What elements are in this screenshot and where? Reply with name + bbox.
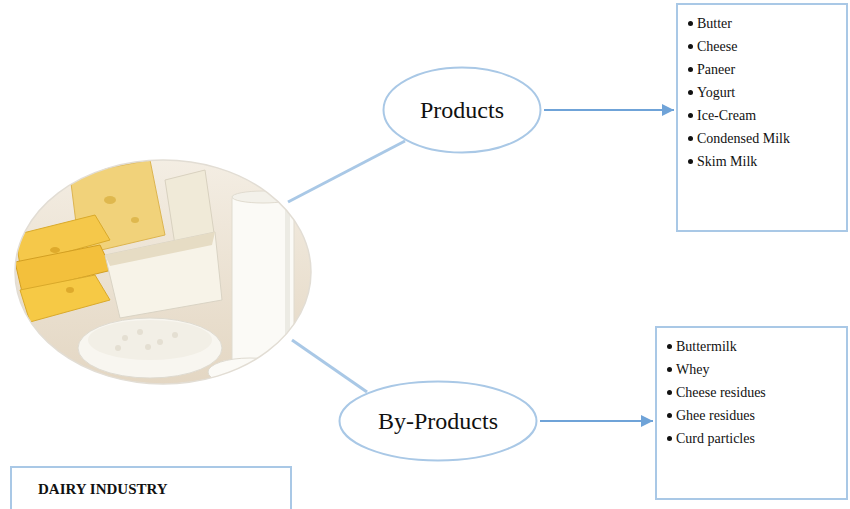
branch-line (292, 340, 367, 392)
list-item: Butter (688, 12, 838, 35)
item-text: Butter (697, 16, 732, 31)
list-item: Buttermilk (667, 335, 838, 358)
dairy-photo (10, 155, 320, 390)
item-text: Whey (676, 362, 709, 377)
list-box: ButtermilkWheyCheese residuesGhee residu… (655, 326, 848, 500)
category-label: By-Products (378, 408, 498, 435)
arrow-connector (544, 109, 674, 111)
bullet-dot (688, 44, 693, 49)
item-text: Ice-Cream (697, 108, 756, 123)
item-text: Ghee residues (676, 408, 755, 423)
bullet-dot (667, 436, 672, 441)
bullet-dot (667, 367, 672, 372)
bullet-dot (667, 344, 672, 349)
list-item: Curd particles (667, 427, 838, 450)
item-text: Cheese (697, 39, 737, 54)
bullet-dot (667, 390, 672, 395)
list-item: Condensed Milk (688, 127, 838, 150)
bullet-dot (688, 159, 693, 164)
branch-line (288, 141, 405, 202)
item-text: Cheese residues (676, 385, 766, 400)
list-item: Ice-Cream (688, 104, 838, 127)
list-item: Cheese residues (667, 381, 838, 404)
category-ellipse: Products (382, 66, 542, 154)
category-label: Products (420, 97, 504, 124)
bullet-dot (688, 90, 693, 95)
title-text: DAIRY INDUSTRY (38, 481, 168, 497)
item-text: Curd particles (676, 431, 755, 446)
list-item: Whey (667, 358, 838, 381)
item-text: Yogurt (697, 85, 735, 100)
title-box: DAIRY INDUSTRY (10, 466, 292, 509)
list-item: Ghee residues (667, 404, 838, 427)
bullet-dot (667, 413, 672, 418)
list-item: Yogurt (688, 81, 838, 104)
list-item: Paneer (688, 58, 838, 81)
item-text: Paneer (697, 62, 735, 77)
item-text: Skim Milk (697, 154, 757, 169)
ellipse-shape (340, 382, 537, 461)
arrow-connector (540, 420, 653, 422)
bullet-dot (688, 136, 693, 141)
bullet-dot (688, 21, 693, 26)
bullet-dot (688, 67, 693, 72)
category-ellipse: By-Products (338, 380, 538, 462)
bullet-dot (688, 113, 693, 118)
list-item: Skim Milk (688, 150, 838, 173)
item-text: Buttermilk (676, 339, 737, 354)
ellipse-shape (384, 68, 541, 153)
item-text: Condensed Milk (697, 131, 790, 146)
list-item: Cheese (688, 35, 838, 58)
list-box: ButterCheesePaneerYogurtIce-CreamCondens… (676, 3, 848, 232)
